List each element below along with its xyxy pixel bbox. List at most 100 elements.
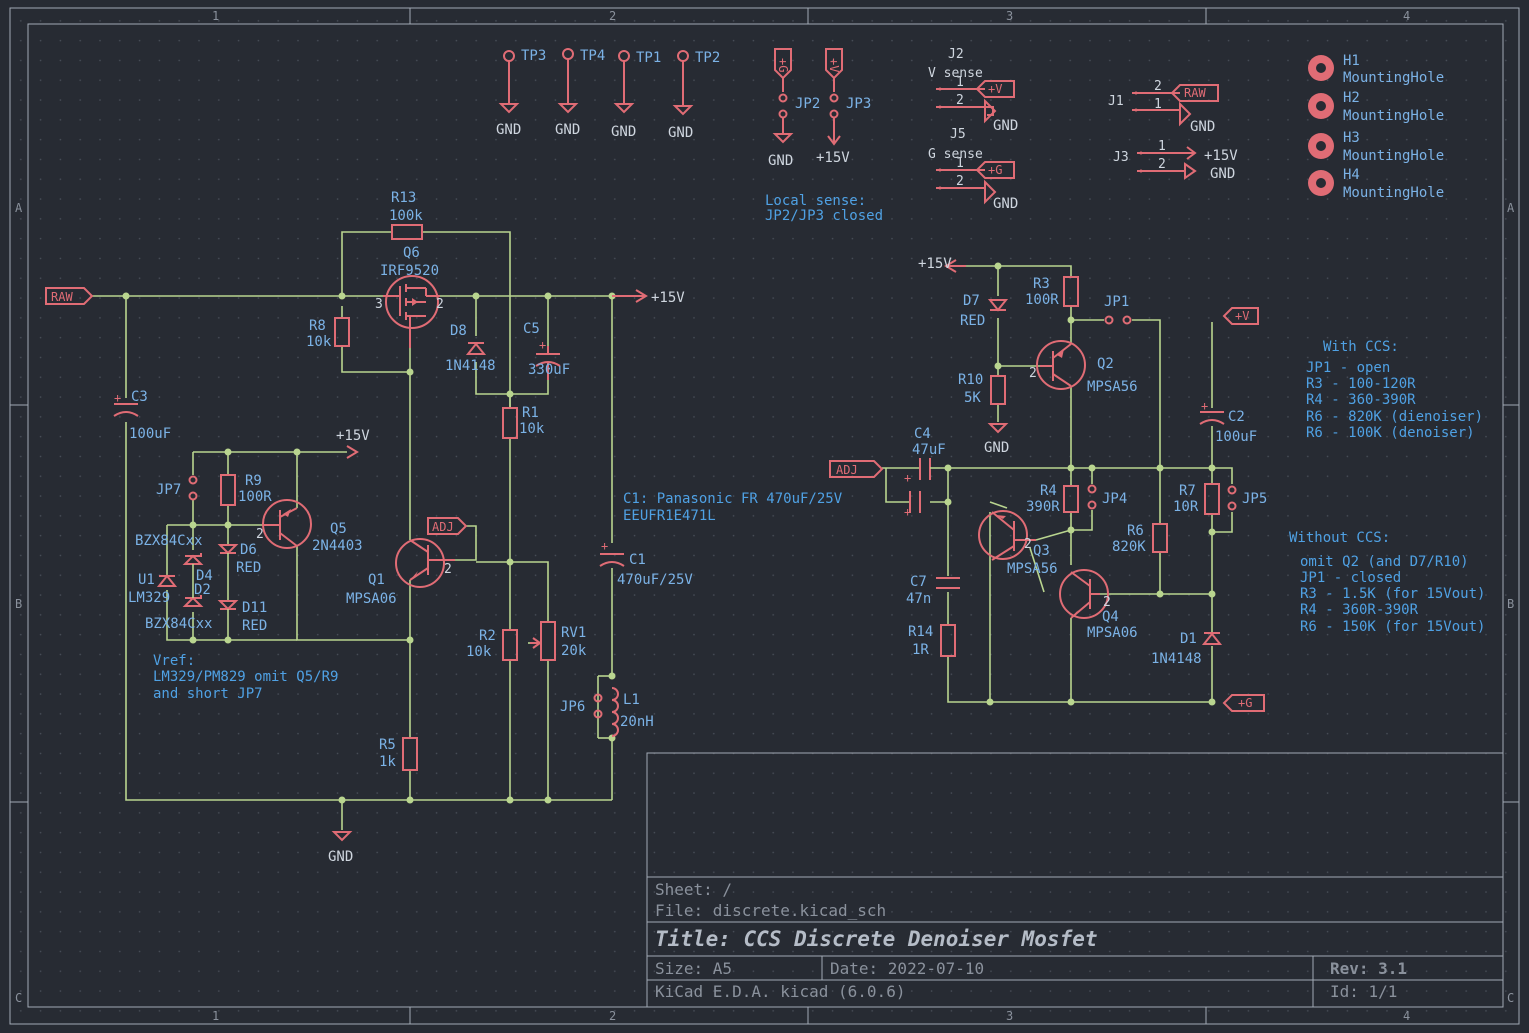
- row-label: C: [15, 991, 22, 1005]
- gnd-label: GND: [555, 122, 580, 138]
- pin-number: 2: [1154, 79, 1162, 94]
- led-d7[interactable]: D7 RED: [960, 293, 1009, 329]
- raw-net-label[interactable]: RAW: [45, 287, 94, 305]
- reference-u1[interactable]: U1 LM329: [128, 572, 178, 606]
- hole-value: MountingHole: [1343, 108, 1444, 124]
- sheet-date: Date: 2022-07-10: [830, 959, 984, 978]
- pin-number: 1: [956, 75, 964, 90]
- jumper-jp6[interactable]: JP6: [560, 693, 603, 719]
- resistor-r4[interactable]: R4 390R: [1026, 483, 1079, 515]
- p15-power-symbol[interactable]: +15V: [918, 256, 966, 273]
- connector-j5[interactable]: J5 G sense 1 2 +G GND: [928, 127, 1018, 212]
- transistor-q3[interactable]: 2 Q3 MPSA56: [978, 510, 1058, 577]
- diode-d8[interactable]: D8 1N4148: [445, 323, 496, 374]
- resistor-r10[interactable]: R10 5K: [958, 372, 1006, 406]
- r7-value: 10R: [1173, 499, 1199, 515]
- inductor-l1[interactable]: L1 20nH: [611, 687, 654, 737]
- r5-ref: R5: [379, 737, 396, 753]
- revision: Rev: 3.1: [1330, 959, 1407, 978]
- zener-d4-d2[interactable]: BZX84Cxx D4 D2 BZX84Cxx: [135, 533, 213, 632]
- ccs-circuit: +15V D7 RED R3 100R JP1 R10 5K GND: [829, 256, 1485, 712]
- u1-ref: U1: [138, 572, 155, 588]
- transistor-q2[interactable]: 2 Q2 MPSA56: [1029, 340, 1138, 395]
- mounting-hole[interactable]: H1 MountingHole: [1308, 53, 1444, 86]
- jp7-ref: JP7: [156, 482, 181, 498]
- c5-ref: C5: [523, 321, 540, 337]
- title-block: Sheet: / File: discrete.kicad_sch Title:…: [646, 752, 1504, 1008]
- plus-g-net-label[interactable]: +G: [1222, 694, 1265, 712]
- c3-value: 100uF: [129, 426, 171, 442]
- note-line: R6 - 100K (denoiser): [1306, 425, 1475, 441]
- connector-j1[interactable]: J1 2 1 RAW GND: [1108, 79, 1219, 135]
- q6-value: IRF9520: [380, 263, 439, 279]
- gnd-power-symbol[interactable]: GND: [328, 831, 353, 865]
- gnd-label: GND: [496, 122, 521, 138]
- transistor-q1[interactable]: 2 Q1 MPSA06: [346, 538, 455, 607]
- d11-value: RED: [242, 618, 267, 634]
- r4-ref: R4: [1040, 483, 1057, 499]
- connector-j3[interactable]: J3 1 2 +15V GND: [1113, 139, 1238, 182]
- mounting-hole[interactable]: H3 MountingHole: [1308, 130, 1444, 164]
- r2-value: 10k: [466, 644, 492, 660]
- jumpers-local-sense: +G +V JP2 JP3 GND +15V Local sense: JP2/…: [765, 48, 883, 224]
- raw-label: RAW: [51, 290, 73, 304]
- diode-d1[interactable]: D1 1N4148: [1151, 631, 1223, 667]
- resistor-r7[interactable]: R7 10R: [1173, 483, 1220, 515]
- jumper-jp5[interactable]: JP5: [1227, 485, 1268, 511]
- tp2-testpoint[interactable]: TP2 GND: [668, 50, 720, 141]
- capacitor-c7[interactable]: C7 47n: [906, 574, 960, 607]
- tp3-testpoint[interactable]: TP3 GND: [496, 48, 546, 138]
- jumper-jp4[interactable]: JP4: [1087, 484, 1128, 510]
- regulator-circuit: RAW +15V R13 100k: [45, 190, 843, 865]
- potentiometer-rv1[interactable]: RV1 20k: [530, 621, 587, 661]
- resistor-r2[interactable]: R2 10k: [466, 628, 518, 661]
- resistor-r13[interactable]: R13 100k: [389, 190, 423, 240]
- plus-v-net-label[interactable]: +V: [1222, 307, 1259, 325]
- gnd-label: GND: [668, 125, 693, 141]
- capacitor-c4[interactable]: + + C4 47uF: [904, 426, 946, 519]
- capacitor-c1[interactable]: + C1 470uF/25V: [599, 539, 693, 588]
- adj-net-label[interactable]: ADJ: [829, 460, 884, 478]
- transistor-q4[interactable]: 2 Q4 MPSA06: [1059, 569, 1138, 641]
- resistor-r1[interactable]: R1 10k: [502, 405, 545, 439]
- note-vref: Vref:: [153, 653, 195, 669]
- pin-number: 2: [1158, 157, 1166, 172]
- d6-value: RED: [236, 560, 261, 576]
- tp1-testpoint[interactable]: TP1 GND: [611, 50, 661, 140]
- r1-ref: R1: [522, 405, 539, 421]
- adj-net-label[interactable]: ADJ: [427, 517, 468, 535]
- resistor-r6[interactable]: R6 820K: [1112, 523, 1168, 555]
- gnd-power-symbol[interactable]: GND: [984, 423, 1009, 456]
- junctions: [122, 292, 616, 804]
- pin-number: 2: [956, 174, 964, 189]
- jumper-jp1[interactable]: JP1: [1104, 294, 1132, 325]
- connector-j2[interactable]: J2 V sense 1 2 +V GND: [928, 47, 1018, 134]
- tp4-testpoint[interactable]: TP4 GND: [555, 48, 605, 138]
- resistor-r14[interactable]: R14 1R: [908, 624, 956, 658]
- col-label: 4: [1403, 9, 1410, 23]
- capacitor-c2[interactable]: + C2 100uF: [1199, 399, 1257, 445]
- p15-power-symbol-2[interactable]: +15V: [336, 428, 370, 459]
- resistor-r5[interactable]: R5 1k: [379, 737, 418, 771]
- jumper-jp7[interactable]: JP7: [156, 475, 198, 501]
- mosfet-q6[interactable]: Q6 IRF9520 3 2: [375, 245, 444, 348]
- gnd-label: GND: [328, 849, 353, 865]
- capacitor-c3[interactable]: + C3 100uF: [113, 389, 171, 442]
- led-d6[interactable]: D6 RED: [217, 542, 261, 600]
- row-label: B: [15, 597, 22, 611]
- led-d11[interactable]: D11 RED: [217, 600, 267, 634]
- resistor-r3[interactable]: R3 100R: [1025, 276, 1079, 308]
- p15-power-symbol[interactable]: +15V: [612, 289, 685, 306]
- resistor-r9[interactable]: R9 100R: [220, 473, 272, 506]
- pin-number: 1: [1154, 97, 1162, 112]
- c1-value: 470uF/25V: [617, 572, 693, 588]
- j5-value: G sense: [928, 147, 983, 162]
- q3-value: MPSA56: [1007, 561, 1058, 577]
- row-label: A: [15, 201, 23, 215]
- transistor-q5[interactable]: 2 Q5 2N4403: [256, 499, 363, 554]
- plus-v-tag: +V: [827, 58, 841, 72]
- mounting-hole[interactable]: H2 MountingHole: [1308, 90, 1444, 124]
- capacitor-c5[interactable]: + C5 330uF: [523, 321, 570, 380]
- resistor-r8[interactable]: R8 10k: [306, 317, 350, 350]
- mounting-hole[interactable]: H4 MountingHole: [1308, 167, 1444, 201]
